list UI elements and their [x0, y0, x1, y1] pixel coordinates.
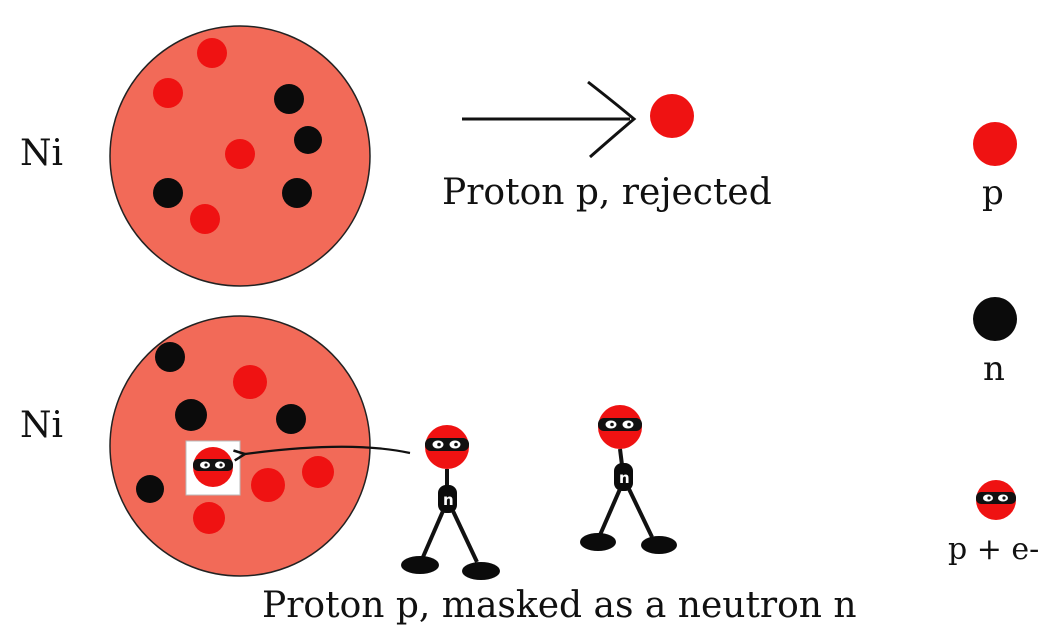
legend-neutron-label: n [983, 349, 1005, 389]
neutron-dot [294, 126, 322, 154]
neutron-dot [276, 404, 306, 434]
masked-proton-face-icon [193, 447, 233, 487]
long-right-arrow-icon [462, 80, 637, 159]
proton-dot [302, 456, 334, 488]
top-nucleus-label: Ni [20, 133, 64, 174]
bottom-nucleus-label: Ni [20, 405, 64, 446]
proton-dot [251, 468, 285, 502]
masked-caption: Proton p, masked as a neutron n [262, 585, 857, 626]
proton-dot [225, 139, 255, 169]
neutron-dot [175, 399, 207, 431]
proton-dot [197, 38, 227, 68]
walker-n-mark: n [619, 469, 630, 487]
stick-figure-walker-icon: n [401, 425, 500, 580]
neutron-dot [155, 342, 185, 372]
legend-neutron-dot [973, 297, 1017, 341]
top-nucleus [109, 25, 371, 287]
legend-masked-proton-icon [976, 480, 1016, 520]
rejected-proton [650, 94, 694, 138]
neutron-dot [282, 178, 312, 208]
curved-left-arrow-icon [245, 445, 411, 454]
bottom-nucleus [109, 315, 371, 577]
proton-dot [153, 78, 183, 108]
neutron-dot [274, 84, 304, 114]
neutron-dot [153, 178, 183, 208]
walker-n-mark: n [443, 491, 454, 509]
proton-dot [190, 204, 220, 234]
neutron-dot [136, 475, 164, 503]
legend-proton-label: p [982, 173, 1004, 213]
legend-proton-dot [973, 122, 1017, 166]
proton-dot [233, 365, 267, 399]
proton-dot [193, 502, 225, 534]
stick-figure-walker-icon: n [580, 405, 677, 554]
rejected-caption: Proton p, rejected [442, 172, 772, 213]
legend-masked-label: p + e- [948, 532, 1040, 567]
